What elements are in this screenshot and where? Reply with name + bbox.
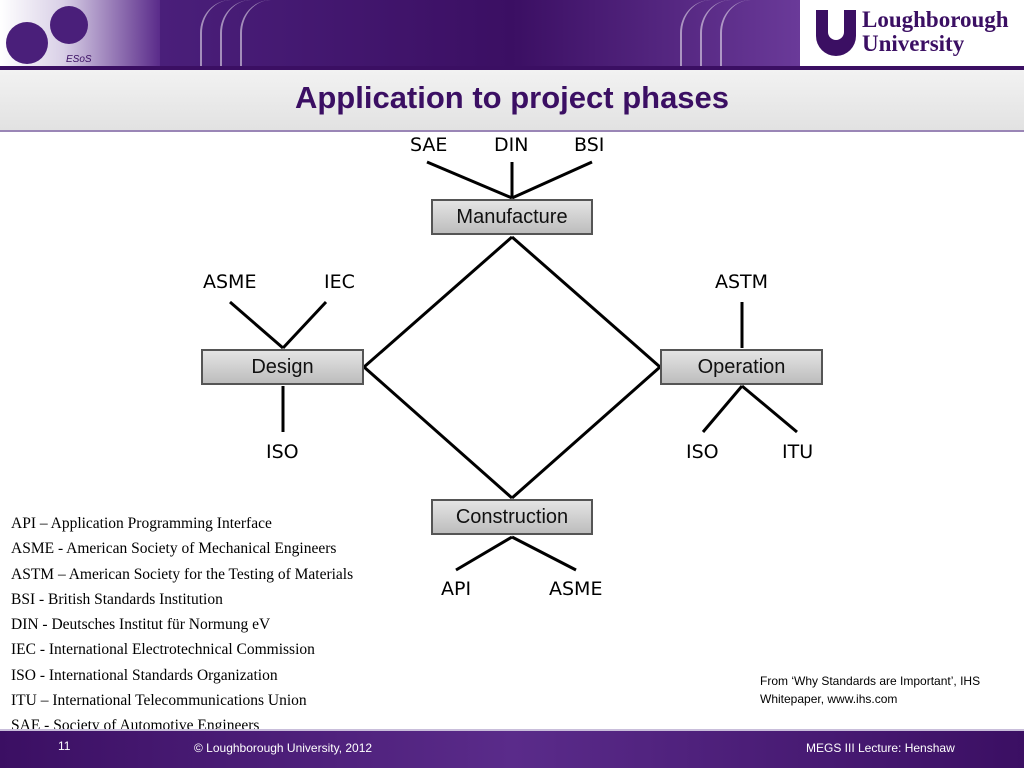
legend-item: API – Application Programming Interface bbox=[11, 515, 272, 532]
connector-manufacture-design bbox=[363, 235, 513, 369]
label-itu: ITU bbox=[782, 441, 814, 463]
gear-icon bbox=[6, 22, 48, 64]
construction-box: Construction bbox=[431, 499, 593, 535]
esos-logo: ESoS bbox=[4, 4, 96, 66]
slide-title: Application to project phases bbox=[294, 80, 730, 115]
header-band bbox=[160, 0, 800, 66]
connector-operation-construction bbox=[511, 365, 661, 500]
connector-api bbox=[455, 535, 513, 572]
header-swoosh bbox=[720, 0, 782, 66]
header-divider bbox=[0, 66, 1024, 70]
connector-asme-construction bbox=[511, 535, 577, 572]
label-sae: SAE bbox=[410, 134, 448, 156]
label-asme-design: ASME bbox=[203, 271, 257, 293]
shield-icon bbox=[816, 10, 856, 56]
connector-itu bbox=[741, 384, 798, 434]
label-iec: IEC bbox=[324, 271, 355, 293]
title-bar bbox=[0, 70, 1024, 132]
label-bsi: BSI bbox=[574, 134, 605, 156]
connector-iso-operation bbox=[701, 385, 744, 433]
footer-divider bbox=[0, 729, 1024, 731]
label-iso-design: ISO bbox=[266, 441, 299, 463]
connector-sae bbox=[426, 160, 513, 200]
legend-item: BSI - British Standards Institution bbox=[11, 590, 223, 608]
label-iso-operation: ISO bbox=[686, 441, 719, 463]
label-astm: ASTM bbox=[715, 271, 769, 293]
legend-item: ASME - American Society of Mechanical En… bbox=[11, 540, 337, 558]
footer-lecture: MEGS III Lecture: Henshaw bbox=[806, 741, 955, 755]
connector-iec bbox=[281, 300, 328, 350]
page-number: 11 bbox=[58, 739, 71, 753]
legend-item: ASTM – American Society for the Testing … bbox=[11, 565, 354, 583]
label-asme-construction: ASME bbox=[549, 578, 603, 600]
legend-item: ITU – International Telecommunications U… bbox=[11, 692, 307, 710]
header-swoosh bbox=[200, 0, 262, 66]
header-swoosh bbox=[220, 0, 282, 66]
connector-bsi bbox=[511, 160, 593, 200]
loughborough-logo: Loughborough University bbox=[816, 8, 1016, 60]
shield-inner bbox=[828, 10, 844, 40]
university-name-line1: Loughborough bbox=[862, 7, 1009, 32]
gear-icon bbox=[50, 6, 88, 44]
manufacture-box: Manufacture bbox=[431, 199, 593, 235]
label-din: DIN bbox=[494, 134, 529, 156]
header-swoosh bbox=[680, 0, 742, 66]
legend-item: DIN - Deutsches Institut für Normung eV bbox=[11, 616, 271, 634]
design-box: Design bbox=[201, 349, 364, 385]
header-swoosh bbox=[240, 0, 302, 66]
connector-asme-design bbox=[229, 300, 284, 350]
operation-box: Operation bbox=[660, 349, 823, 385]
legend-item: IEC - International Electrotechnical Com… bbox=[11, 641, 315, 659]
footer-copyright: © Loughborough University, 2012 bbox=[194, 741, 373, 755]
connector-manufacture-operation bbox=[511, 235, 661, 369]
header-swoosh bbox=[700, 0, 762, 66]
university-name: Loughborough University bbox=[862, 8, 1009, 56]
source-note: From ‘Why Standards are Important’, IHS … bbox=[760, 674, 981, 706]
slide-header: ESoS Loughborough University bbox=[0, 0, 1024, 70]
abbreviation-legend: API – Application Programming Interface … bbox=[11, 511, 353, 739]
legend-item: ISO - International Standards Organizati… bbox=[11, 666, 278, 684]
connector-design-construction bbox=[363, 365, 513, 500]
label-api: API bbox=[441, 578, 472, 600]
slide-footer bbox=[0, 731, 1024, 768]
esos-label: ESoS bbox=[66, 54, 92, 65]
university-name-line2: University bbox=[862, 31, 965, 56]
